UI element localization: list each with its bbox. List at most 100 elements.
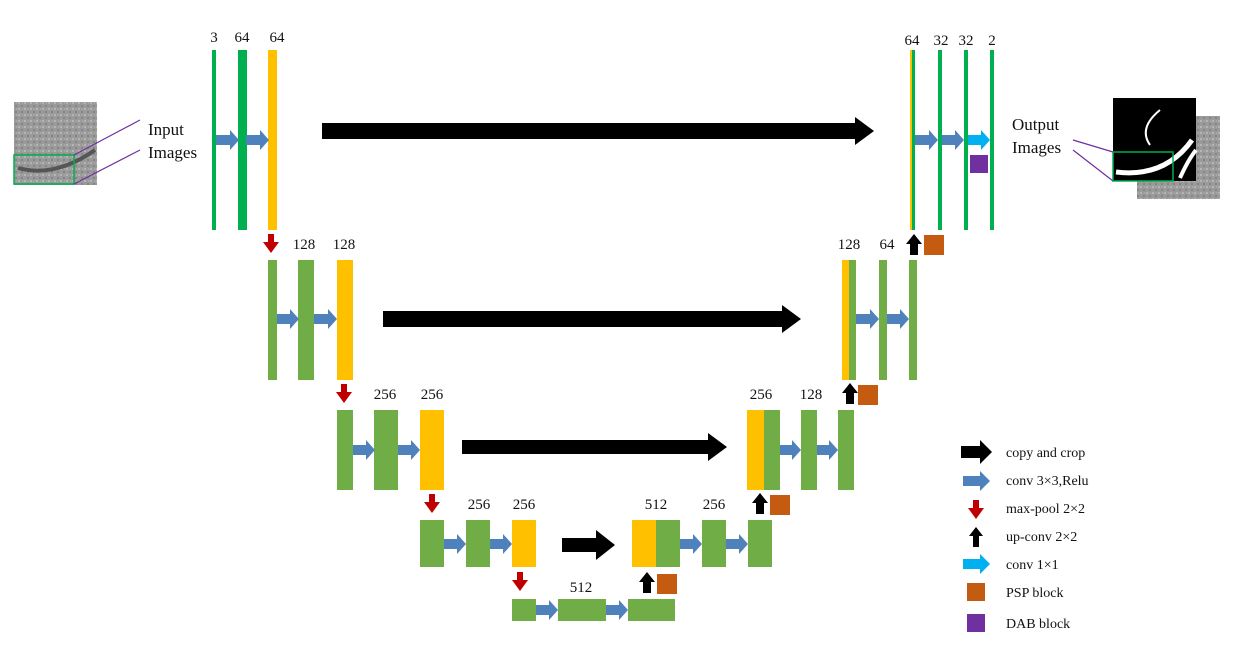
feature-map-l4-conv2 [512,520,536,567]
legend-icon-psp-square [967,583,985,601]
feature-map-u3-conv2 [838,410,854,490]
channel-label-u4-cat: 512 [645,497,668,513]
psp-block-u1 [924,235,944,255]
conv-arrow-l3-1 [353,440,375,460]
feature-map-bottom-conv2 [628,599,675,621]
conv-arrow-l2-2 [314,309,337,329]
feature-map-u3-skip [747,410,764,490]
feature-map-l3-conv1 [374,410,398,490]
output-callout-line-1 [1072,139,1114,153]
upconv-arrow-u1 [906,234,922,255]
feature-map-u3-conv1 [801,410,817,490]
input-image [13,102,141,185]
legend-icon-maxpool-arrow [968,500,984,519]
input-label-line-1: Input [148,120,184,139]
channel-label-l4-c2: 256 [513,497,536,513]
input-image-texture [14,102,97,185]
feature-map-u4-skip [632,520,656,567]
conv-arrow-u4-1 [680,534,702,554]
legend-label-upconv: up-conv 2×2 [1006,530,1077,545]
output-label-line-1: Output [1012,115,1060,134]
conv-arrow-bottom-1 [536,600,558,620]
channel-label-l1-in: 3 [210,30,218,46]
channel-label-l1-c2: 64 [270,30,286,46]
feature-map-u1-upconv [912,50,915,230]
conv-arrow-l4-1 [444,534,466,554]
feature-map-u3-upconv [764,410,780,490]
maxpool-arrow-l4 [512,572,528,591]
channel-label-u1-c1: 32 [934,33,949,49]
output-callout-line-2 [1072,149,1114,182]
legend-label-copy-crop: copy and crop [1006,446,1085,461]
channel-label-l3-c2: 256 [421,387,444,403]
conv-arrow-l2-1 [277,309,299,329]
conv-arrow-l3-2 [398,440,420,460]
feature-map-l2-pool [268,260,277,380]
conv-arrow-u2-2 [887,309,909,329]
feature-map-u2-conv1 [879,260,887,380]
conv-arrow-u1-2 [942,130,964,150]
output-label-line-2: Images [1012,138,1061,157]
feature-map-u2-conv2 [909,260,917,380]
channel-label-u3-cat: 256 [750,387,773,403]
maxpool-arrow-l1 [263,234,279,253]
legend-icon-conv1x1-arrow [963,554,990,574]
conv1x1-arrow-u1 [968,130,990,150]
feature-map-l4-pool [420,520,444,567]
feature-map-l1-conv2 [268,50,277,230]
legend-icon-upconv-arrow [969,527,983,547]
legend-label-psp: PSP block [1006,586,1063,601]
feature-map-u1-skip [910,50,912,230]
channel-label-u2-cat: 128 [838,237,861,253]
legend-label-conv: conv 3×3,Relu [1006,474,1089,489]
channel-label-l2-c2: 128 [333,237,356,253]
feature-map-l3-pool [337,410,353,490]
legend-icon-conv-arrow [963,471,990,491]
channel-label-l4-c1: 256 [468,497,491,513]
feature-map-u4-upconv [656,520,680,567]
legend-icon-dab-square [967,614,985,632]
psp-block-u4 [657,574,677,594]
feature-map-l4-conv1 [466,520,490,567]
conv-arrow-u3-2 [817,440,838,460]
channel-label-l1-c1: 64 [235,30,251,46]
channel-label-u1-out: 2 [988,33,996,49]
input-callout-line-1 [73,119,141,156]
channel-label-bottom: 512 [570,580,593,596]
input-image-structure [17,148,97,173]
output-mask-edge-1 [1144,109,1161,146]
feature-map-u2-skip [842,260,849,380]
input-crop-box [13,154,75,185]
dab-block [970,155,988,173]
conv-arrow-u2-1 [856,309,879,329]
channel-label-u1-c2: 32 [959,33,974,49]
legend: copy and crop conv 3×3,Relu max-pool 2×2… [961,440,1089,632]
feature-map-bottom-conv1 [558,599,606,621]
channel-label-u3-c: 128 [800,387,823,403]
feature-map-l1-conv1 [238,50,247,230]
feature-map-l3-conv2 [420,410,444,490]
psp-block-u3 [770,495,790,515]
feature-map-u1-output [990,50,994,230]
feature-map-l1-input [212,50,216,230]
conv-arrow-u1-1 [915,130,938,150]
copy-crop-arrow-l2 [383,305,801,333]
channel-label-l2-c1: 128 [293,237,316,253]
conv-arrow-bottom-2 [606,600,628,620]
feature-map-u4-conv2 [748,520,772,567]
feature-map-u1-conv2 [964,50,968,230]
feature-map-u2-upconv [849,260,856,380]
feature-map-u4-conv1 [702,520,726,567]
output-crop-box [1112,151,1174,182]
channel-label-u1-cat: 64 [905,33,921,49]
copy-crop-arrow-l4 [562,530,615,560]
maxpool-arrow-l3 [424,494,440,513]
conv-arrow-u4-2 [726,534,748,554]
legend-label-maxpool: max-pool 2×2 [1006,502,1085,517]
output-mask-edge-3 [1178,148,1198,179]
copy-crop-arrow-l1 [322,117,874,145]
conv-arrow-l1-2 [246,130,269,150]
conv-arrow-u3-1 [780,440,801,460]
